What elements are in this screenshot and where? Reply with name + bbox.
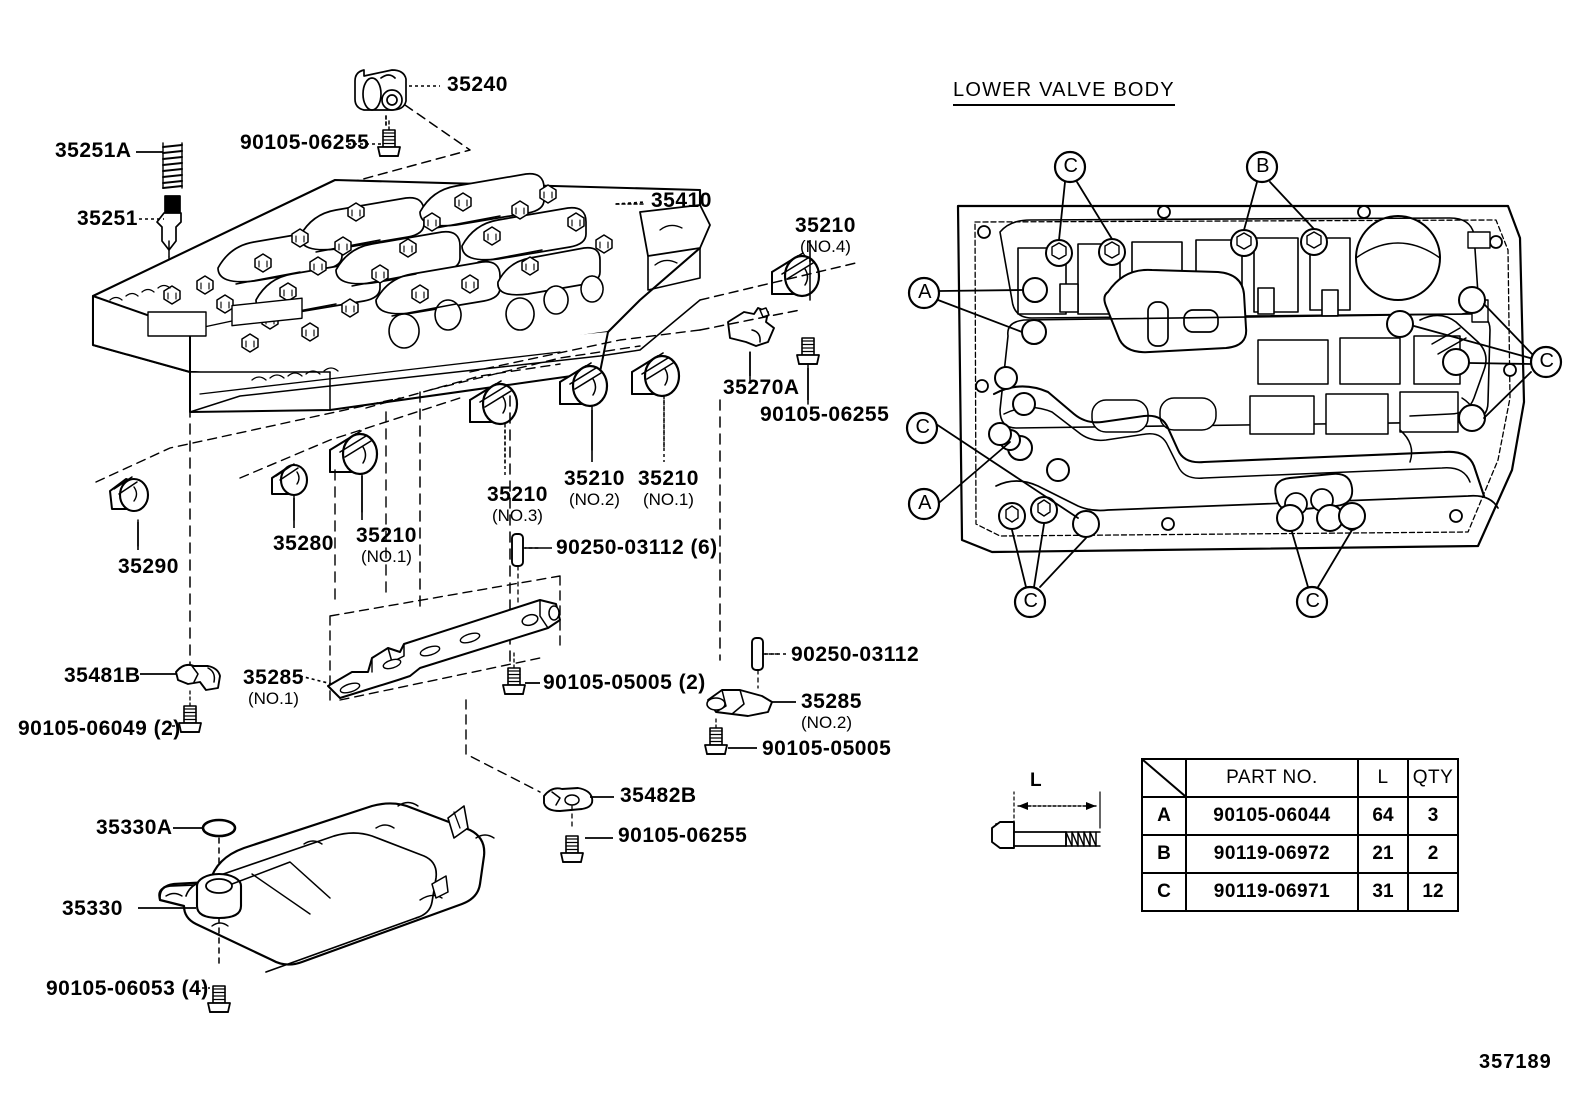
part-35330-oil-strainer-artwork [158, 801, 495, 973]
part-35290-artwork [109, 476, 150, 513]
label-35240: 35240 [447, 73, 508, 96]
label-35285-no2: 35285 (NO.2) [801, 690, 862, 732]
label-35210-no2: 35210 (NO.2) [564, 467, 625, 509]
callout-letter-a-lower: A [918, 492, 932, 514]
callout-letter-c-left: C [915, 416, 931, 438]
label-35251A: 35251A [55, 139, 132, 162]
part-35251-artwork [156, 195, 182, 294]
callout-letter-c-bottom-left: C [1023, 590, 1039, 612]
bolt-length-reference-artwork [991, 791, 1101, 849]
callout-letter-c-right: C [1539, 350, 1555, 372]
label-35210-no2-sub: (NO.2) [568, 489, 620, 509]
label-35210-no1-right-main: 35210 [638, 467, 699, 490]
callout-circle-c-bottom-left [1013, 585, 1047, 619]
callout-circle-a-upper [907, 276, 941, 310]
label-90105-06255-top: 90105-06255 [240, 131, 370, 154]
diagram-id-number: 357189 [1479, 1051, 1552, 1073]
lower-valve-body-artwork [905, 150, 1563, 619]
table-cell-qty-b: 2 [1407, 834, 1459, 874]
part-35251A-artwork [162, 142, 183, 189]
table-cell-length-b: 21 [1357, 834, 1409, 874]
callout-letter-b-top: B [1256, 155, 1270, 177]
table-header-length: L [1357, 758, 1409, 798]
label-35285-no2-sub: (NO.2) [801, 712, 852, 732]
part-35285-no1-artwork [327, 599, 561, 699]
label-90250-03112: 90250-03112 [791, 643, 920, 666]
label-35285-no1-sub: (NO.1) [247, 688, 299, 708]
label-35482B: 35482B [620, 784, 697, 807]
label-35280: 35280 [273, 532, 334, 555]
part-35285-no2-artwork [706, 689, 773, 717]
callout-letter-a-upper: A [918, 281, 932, 303]
table-corner-cell [1141, 758, 1187, 798]
callout-circle-b-top [1245, 150, 1279, 184]
label-35410: 35410 [651, 189, 712, 212]
section-title: LOWER VALVE BODY [953, 79, 1175, 106]
label-35270A: 35270A [723, 376, 800, 399]
table-header-qty: QTY [1407, 758, 1459, 798]
part-35240-artwork [354, 69, 407, 127]
label-35285-no1: 35285 (NO.1) [243, 666, 304, 708]
part-35280-artwork [271, 463, 309, 497]
table-cell-key-b: B [1141, 834, 1187, 874]
part-35481B-artwork [175, 663, 221, 691]
callout-letter-c-bottom-right: C [1305, 590, 1321, 612]
label-90105-06053-4: 90105-06053 (4) [46, 977, 209, 1000]
label-35210-no3-main: 35210 [487, 483, 548, 506]
table-cell-qty-c: 12 [1407, 872, 1459, 912]
bolt-length-label: L [1030, 770, 1042, 791]
label-90105-06255-bottom: 90105-06255 [618, 824, 748, 847]
label-35210-no2-main: 35210 [564, 467, 625, 490]
table-cell-partno-a: 90105-06044 [1185, 796, 1359, 836]
callout-letter-c-top: C [1063, 155, 1079, 177]
label-35210-no1-left: 35210 (NO.1) [356, 524, 417, 566]
table-row: C 90119-06971 31 12 [1141, 872, 1459, 912]
label-35210-no3-sub: (NO.3) [491, 505, 543, 525]
label-35210-no4-sub: (NO.4) [799, 236, 851, 256]
label-35330: 35330 [62, 897, 123, 920]
callout-circle-c-right [1529, 345, 1563, 379]
table-cell-length-a: 64 [1357, 796, 1409, 836]
table-row: A 90105-06044 64 3 [1141, 796, 1459, 836]
callout-circle-c-left [905, 411, 939, 445]
label-35290: 35290 [118, 555, 179, 578]
label-35210-no4: 35210 (NO.4) [795, 214, 856, 256]
label-35210-no1-left-sub: (NO.1) [360, 546, 412, 566]
label-35210-no1-right: 35210 (NO.1) [638, 467, 699, 509]
table-row: B 90119-06972 21 2 [1141, 834, 1459, 874]
label-35210-no4-main: 35210 [795, 214, 856, 237]
label-35251: 35251 [77, 207, 138, 230]
callout-circle-a-lower [907, 487, 941, 521]
label-90105-06049-2: 90105-06049 (2) [18, 717, 181, 740]
label-35210-no1-right-sub: (NO.1) [642, 489, 694, 509]
table-cell-length-c: 31 [1357, 872, 1409, 912]
part-35482B-artwork [543, 787, 594, 812]
label-35330A: 35330A [96, 816, 173, 839]
label-35210-no1-left-main: 35210 [356, 524, 417, 547]
table-header-row: PART NO. L QTY [1141, 758, 1459, 798]
label-35285-no1-main: 35285 [243, 666, 304, 689]
label-35285-no2-main: 35285 [801, 690, 862, 713]
callout-circle-c-top [1053, 150, 1087, 184]
label-35481B: 35481B [64, 664, 141, 687]
table-cell-key-c: C [1141, 872, 1187, 912]
label-90105-05005: 90105-05005 [762, 737, 892, 760]
part-35410-valve-body-artwork [91, 172, 711, 413]
parts-reference-table: PART NO. L QTY A 90105-06044 64 3 B 9011… [1141, 758, 1459, 912]
callout-circle-c-bottom-right [1295, 585, 1329, 619]
table-header-part-no: PART NO. [1185, 758, 1359, 798]
label-90250-03112-6: 90250-03112 (6) [556, 536, 718, 559]
label-90105-05005-2: 90105-05005 (2) [543, 671, 706, 694]
table-cell-key-a: A [1141, 796, 1187, 836]
label-90105-06255-mid: 90105-06255 [760, 403, 890, 426]
table-cell-partno-b: 90119-06972 [1185, 834, 1359, 874]
table-cell-qty-a: 3 [1407, 796, 1459, 836]
label-35210-no3: 35210 (NO.3) [487, 483, 548, 525]
table-cell-partno-c: 90119-06971 [1185, 872, 1359, 912]
